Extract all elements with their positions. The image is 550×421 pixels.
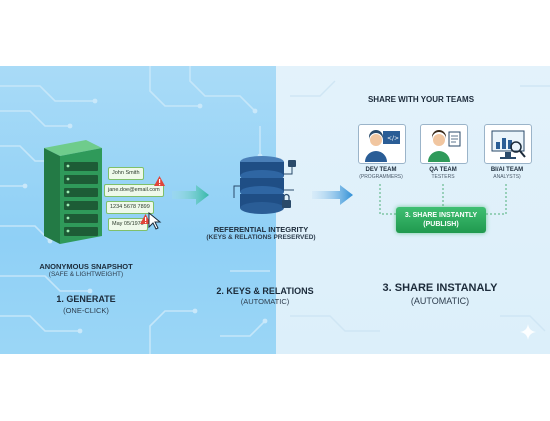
step2-title: 2. KEYS & RELATIONS <box>216 286 314 296</box>
team-sublabel: ANALYSTS) <box>493 174 521 180</box>
team-sublabel: (PROGRAMMERS) <box>359 174 403 180</box>
record-field: May 05/1979 <box>108 218 148 231</box>
svg-text:</>: </> <box>387 135 399 142</box>
snapshot-subtitle: (SAFE & LIGHTWEIGHT) <box>48 271 124 278</box>
record-field: 1234 5678 7899 <box>106 201 154 214</box>
warning-icon <box>140 214 151 224</box>
record-field: jane.doe@email.com <box>104 184 164 197</box>
team-label: QA TEAM <box>429 167 457 173</box>
step1-subtitle: (ONE-CLICK) <box>63 306 109 315</box>
step1-title: 1. GENERATE <box>56 294 116 304</box>
analyst-icon <box>491 130 526 159</box>
arrow-right-icon <box>312 185 353 205</box>
snapshot-title: ANONYMOUS SNAPSHOT <box>39 262 133 271</box>
database-icon <box>233 156 296 214</box>
connector-lines <box>379 184 507 215</box>
share-title: SHARE WITH YOUR TEAMS <box>367 95 475 104</box>
bi-team-card <box>484 124 532 164</box>
team-label: BI/AI TEAM <box>490 167 524 173</box>
step2-subtitle: (AUTOMATIC) <box>240 297 290 306</box>
share-instantly-button[interactable]: 3. SHARE INSTANTLY (PUBLISH) <box>396 207 486 233</box>
arrow-right-icon <box>172 185 209 205</box>
share-button-line1: 3. SHARE INSTANTLY <box>404 212 478 219</box>
qa-team-card <box>420 124 468 164</box>
share-button-line2: (PUBLISH) <box>423 221 459 228</box>
step3-subtitle: (AUTOMATIC) <box>410 296 470 306</box>
warning-icon <box>154 176 165 186</box>
diagram-canvas: John Smith jane.doe@email.com 1234 5678 … <box>0 66 550 354</box>
developer-icon: </> <box>365 130 400 162</box>
step3-title: 3. SHARE INSTANALY <box>382 282 498 294</box>
qa-tester-icon <box>428 130 461 162</box>
record-field: John Smith <box>108 167 144 180</box>
server-icon <box>44 140 102 244</box>
cursor-icon <box>148 212 162 230</box>
team-label: DEV TEAM <box>365 167 397 173</box>
integrity-title: REFERENTIAL INTEGRITY <box>213 225 309 234</box>
dev-team-card: </> <box>358 124 406 164</box>
sparkle-icon <box>520 324 536 340</box>
team-sublabel: TESTERS <box>431 174 455 180</box>
integrity-subtitle: (KEYS & RELATIONS PRESERVED) <box>206 234 316 241</box>
